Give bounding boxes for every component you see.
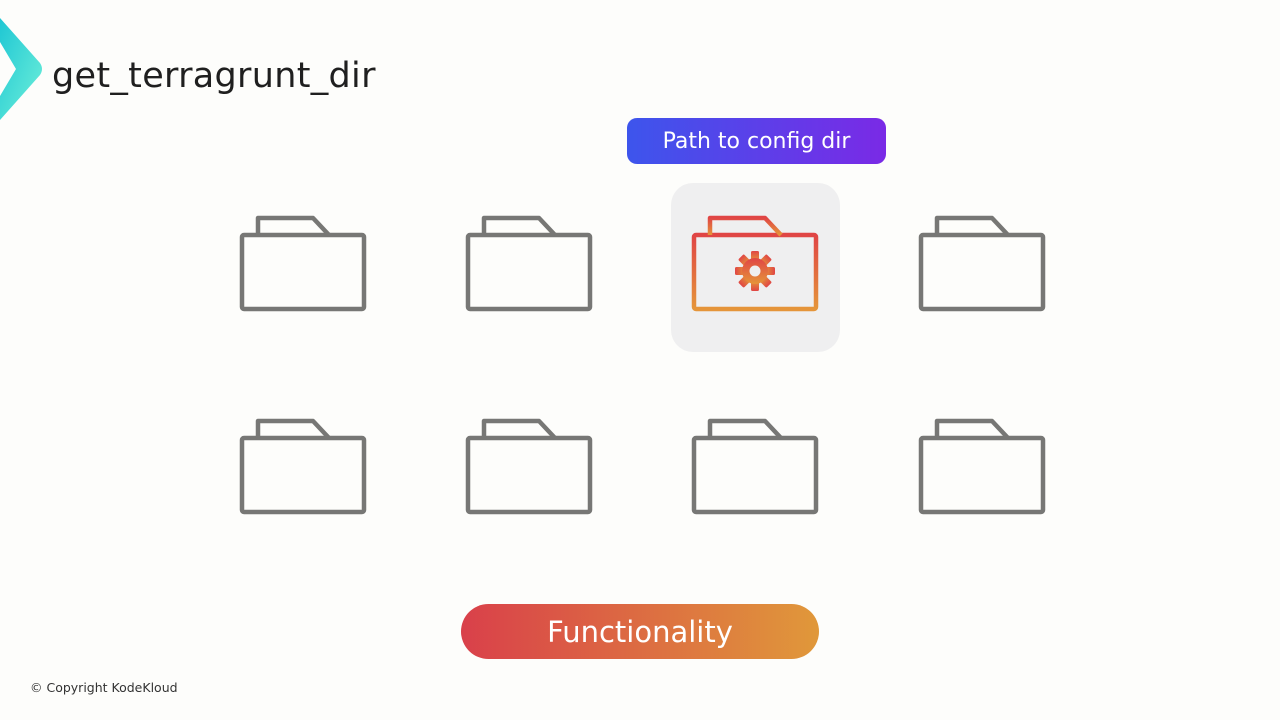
folder-icon[interactable] bbox=[918, 215, 1046, 312]
config-dir-callout: Path to config dir bbox=[627, 118, 886, 164]
folder-gear-icon[interactable] bbox=[691, 215, 819, 312]
copyright: © Copyright KodeKloud bbox=[30, 680, 178, 695]
folder-icon[interactable] bbox=[465, 215, 593, 312]
slide-title: get_terragrunt_dir bbox=[52, 56, 376, 96]
folder-icon[interactable] bbox=[239, 215, 367, 312]
folder-icon[interactable] bbox=[691, 418, 819, 515]
functionality-button[interactable]: Functionality bbox=[461, 604, 819, 659]
gear-icon bbox=[735, 251, 775, 291]
folder-icon[interactable] bbox=[239, 418, 367, 515]
folder-icon[interactable] bbox=[465, 418, 593, 515]
folder-icon[interactable] bbox=[918, 418, 1046, 515]
kodekloud-logo-icon bbox=[0, 18, 42, 120]
